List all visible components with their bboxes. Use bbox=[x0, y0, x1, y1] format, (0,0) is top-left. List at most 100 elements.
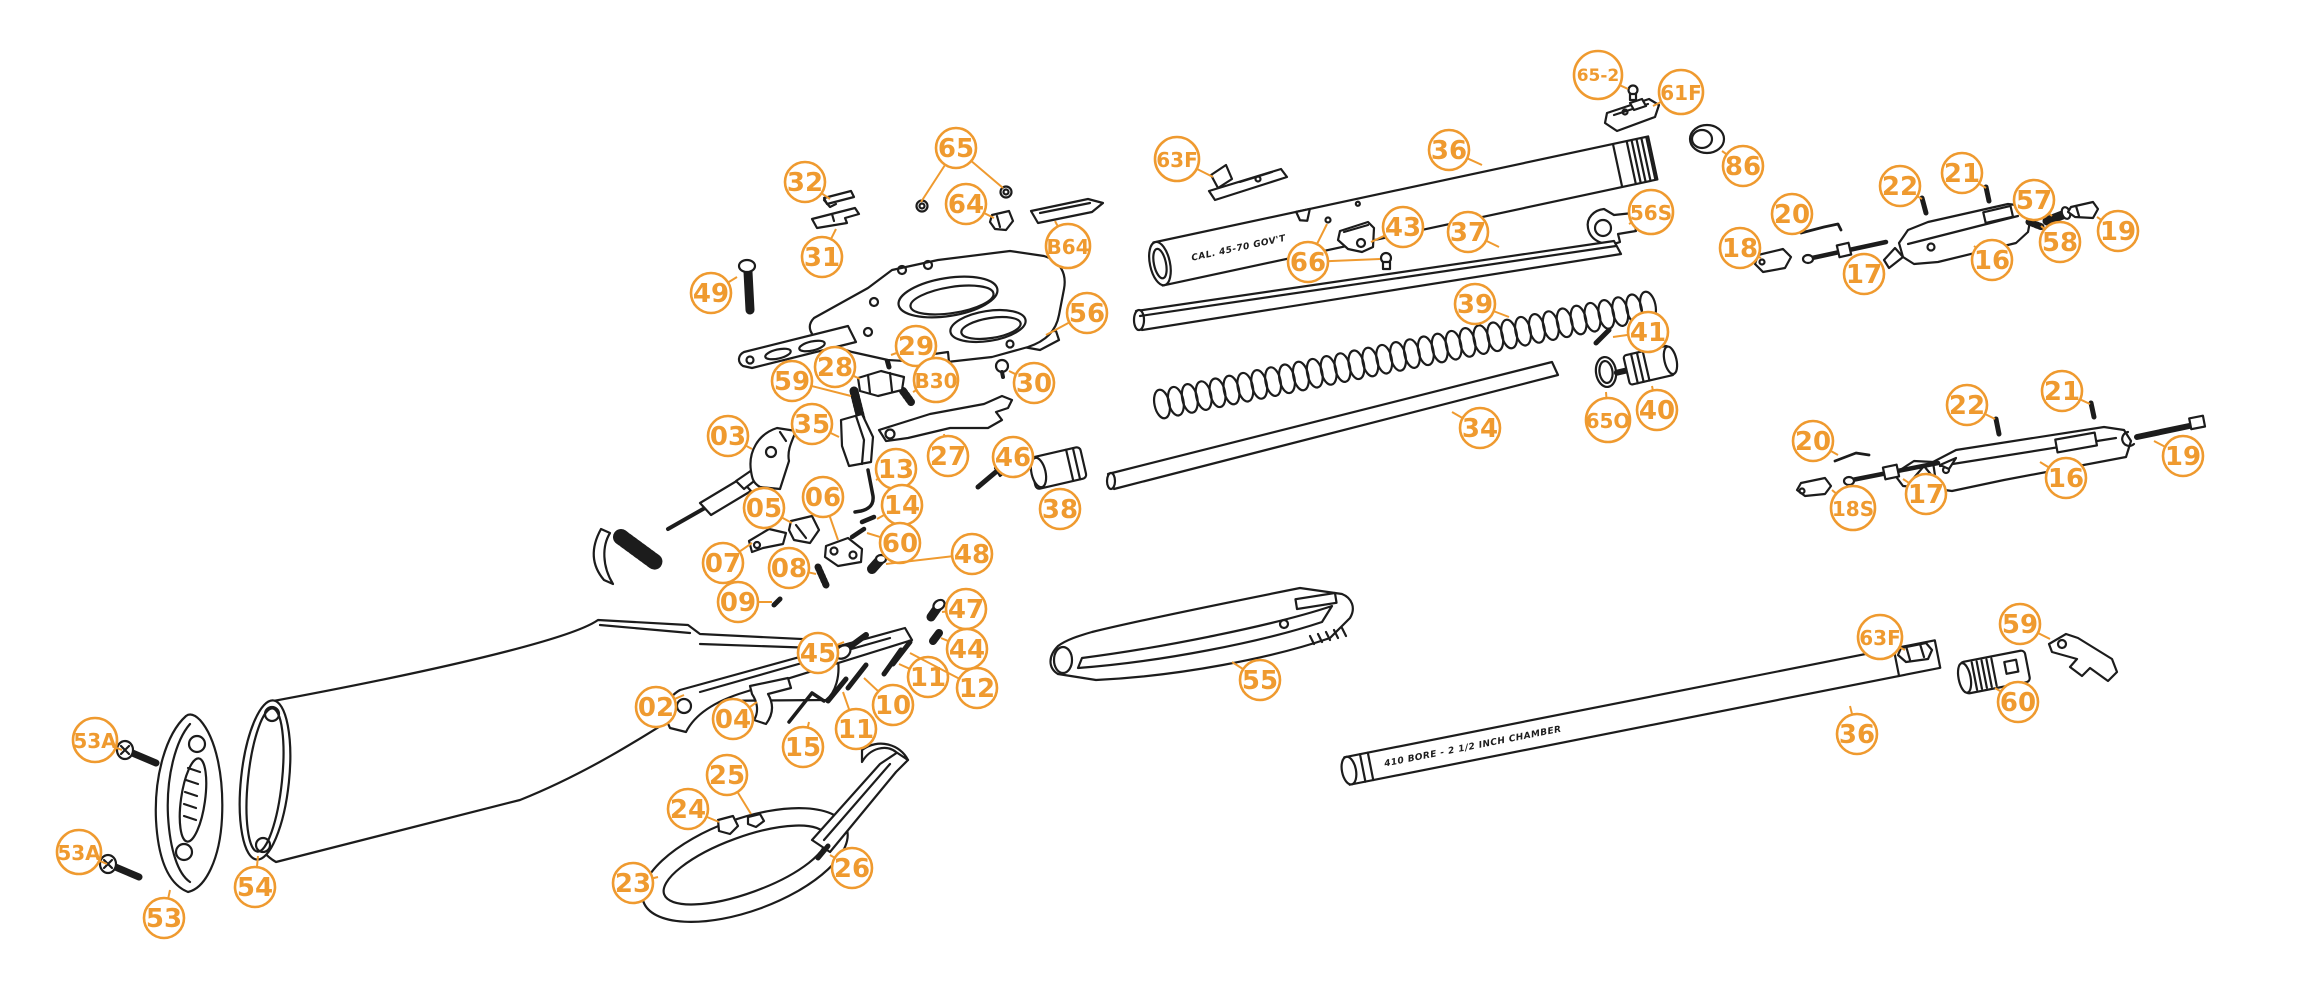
callout-56S[interactable]: 56S bbox=[1627, 188, 1675, 236]
callout-11[interactable]: 11 bbox=[834, 691, 878, 751]
callout-53A[interactable]: 53A bbox=[71, 716, 123, 764]
callout-31[interactable]: 31 bbox=[800, 228, 844, 279]
callout-circle[interactable] bbox=[1657, 68, 1705, 116]
callout-circle[interactable] bbox=[1904, 472, 1948, 516]
callout-circle[interactable] bbox=[706, 414, 750, 458]
callout-circle[interactable] bbox=[611, 861, 655, 905]
callout-circle[interactable] bbox=[71, 716, 119, 764]
callout-58[interactable]: 58 bbox=[2038, 220, 2082, 264]
callout-circle[interactable] bbox=[796, 631, 840, 675]
callout-63F[interactable]: 63F bbox=[1153, 135, 1214, 183]
callout-36[interactable]: 36 bbox=[1427, 128, 1483, 172]
callout-circle[interactable] bbox=[871, 683, 915, 727]
callout-60[interactable]: 60 bbox=[866, 521, 922, 565]
callout-65[interactable]: 65 bbox=[920, 126, 1004, 203]
callout-47[interactable]: 47 bbox=[941, 587, 988, 631]
callout-17[interactable]: 17 bbox=[1842, 252, 1886, 296]
callout-22[interactable]: 22 bbox=[1878, 164, 1923, 208]
callout-circle[interactable] bbox=[2096, 209, 2140, 253]
callout-65O[interactable]: 65O bbox=[1584, 391, 1632, 444]
callout-13[interactable]: 13 bbox=[874, 447, 918, 491]
callout-45[interactable]: 45 bbox=[796, 631, 845, 675]
callout-49[interactable]: 49 bbox=[689, 271, 738, 315]
callout-circle[interactable] bbox=[2038, 220, 2082, 264]
callout-circle[interactable] bbox=[1856, 613, 1904, 661]
callout-55[interactable]: 55 bbox=[1231, 658, 1282, 702]
callout-circle[interactable] bbox=[705, 753, 749, 797]
callout-09[interactable]: 09 bbox=[716, 580, 772, 624]
callout-21[interactable]: 21 bbox=[2040, 369, 2091, 413]
callout-08[interactable]: 08 bbox=[767, 546, 817, 590]
callout-02[interactable]: 02 bbox=[634, 685, 685, 729]
callout-10[interactable]: 10 bbox=[863, 677, 915, 727]
callout-circle[interactable] bbox=[1626, 310, 1670, 354]
callout-21[interactable]: 21 bbox=[1940, 151, 1987, 195]
callout-30[interactable]: 30 bbox=[1008, 361, 1056, 405]
callout-41[interactable]: 41 bbox=[1612, 310, 1670, 354]
callout-circle[interactable] bbox=[950, 532, 994, 576]
callout-16[interactable]: 16 bbox=[2039, 456, 2088, 500]
callout-20[interactable]: 20 bbox=[1791, 419, 1839, 463]
callout-circle[interactable] bbox=[1970, 238, 2014, 282]
callout-circle[interactable] bbox=[716, 580, 760, 624]
callout-B30[interactable]: B30 bbox=[912, 356, 960, 404]
callout-54[interactable]: 54 bbox=[233, 855, 277, 909]
callout-circle[interactable] bbox=[1572, 49, 1624, 101]
callout-circle[interactable] bbox=[944, 182, 988, 226]
callout-32[interactable]: 32 bbox=[783, 160, 831, 204]
callout-circle[interactable] bbox=[781, 725, 825, 769]
callout-circle[interactable] bbox=[1998, 602, 2042, 646]
callout-25[interactable]: 25 bbox=[705, 753, 752, 815]
callout-circle[interactable] bbox=[1427, 128, 1471, 172]
callout-06[interactable]: 06 bbox=[801, 475, 845, 541]
callout-circle[interactable] bbox=[1835, 712, 1879, 756]
callout-26[interactable]: 26 bbox=[829, 846, 874, 890]
callout-86[interactable]: 86 bbox=[1721, 144, 1765, 188]
callout-circle[interactable] bbox=[912, 356, 960, 404]
callout-circle[interactable] bbox=[1829, 484, 1877, 532]
callout-circle[interactable] bbox=[634, 685, 678, 729]
callout-circle[interactable] bbox=[800, 235, 844, 279]
callout-circle[interactable] bbox=[1038, 487, 1082, 531]
callout-circle[interactable] bbox=[233, 865, 277, 909]
callout-40[interactable]: 40 bbox=[1635, 385, 1679, 432]
callout-circle[interactable] bbox=[1012, 361, 1056, 405]
callout-37[interactable]: 37 bbox=[1446, 210, 1500, 254]
callout-circle[interactable] bbox=[1945, 383, 1989, 427]
callout-circle[interactable] bbox=[1940, 151, 1984, 195]
callout-circle[interactable] bbox=[1627, 188, 1675, 236]
callout-circle[interactable] bbox=[834, 707, 878, 751]
callout-circle[interactable] bbox=[767, 546, 811, 590]
callout-circle[interactable] bbox=[2040, 369, 2084, 413]
callout-27[interactable]: 27 bbox=[926, 433, 970, 478]
callout-circle[interactable] bbox=[689, 271, 733, 315]
callout-circle[interactable] bbox=[2012, 178, 2056, 222]
callout-18[interactable]: 18 bbox=[1718, 226, 1762, 270]
callout-circle[interactable] bbox=[1153, 135, 1201, 183]
callout-circle[interactable] bbox=[1584, 396, 1632, 444]
callout-22[interactable]: 22 bbox=[1945, 383, 1996, 427]
callout-circle[interactable] bbox=[1721, 144, 1765, 188]
callout-44[interactable]: 44 bbox=[940, 627, 989, 671]
callout-24[interactable]: 24 bbox=[666, 787, 720, 831]
callout-16[interactable]: 16 bbox=[1970, 238, 2014, 282]
callout-53A[interactable]: 53A bbox=[55, 828, 108, 876]
callout-circle[interactable] bbox=[945, 627, 989, 671]
callout-circle[interactable] bbox=[1635, 388, 1679, 432]
callout-circle[interactable] bbox=[1996, 680, 2040, 724]
callout-59[interactable]: 59 bbox=[770, 359, 852, 403]
callout-circle[interactable] bbox=[1878, 164, 1922, 208]
callout-circle[interactable] bbox=[1453, 282, 1497, 326]
callout-35[interactable]: 35 bbox=[790, 402, 840, 446]
callout-23[interactable]: 23 bbox=[611, 861, 659, 905]
callout-17[interactable]: 17 bbox=[1902, 472, 1948, 516]
callout-circle[interactable] bbox=[830, 846, 874, 890]
callout-66[interactable]: 66 bbox=[1286, 223, 1381, 284]
callout-19[interactable]: 19 bbox=[2096, 209, 2140, 253]
callout-64[interactable]: 64 bbox=[944, 182, 995, 226]
callout-circle[interactable] bbox=[955, 666, 999, 710]
callout-60[interactable]: 60 bbox=[1994, 680, 2040, 724]
callout-circle[interactable] bbox=[1770, 192, 1814, 236]
callout-28[interactable]: 28 bbox=[813, 345, 861, 389]
callout-circle[interactable] bbox=[2044, 456, 2088, 500]
